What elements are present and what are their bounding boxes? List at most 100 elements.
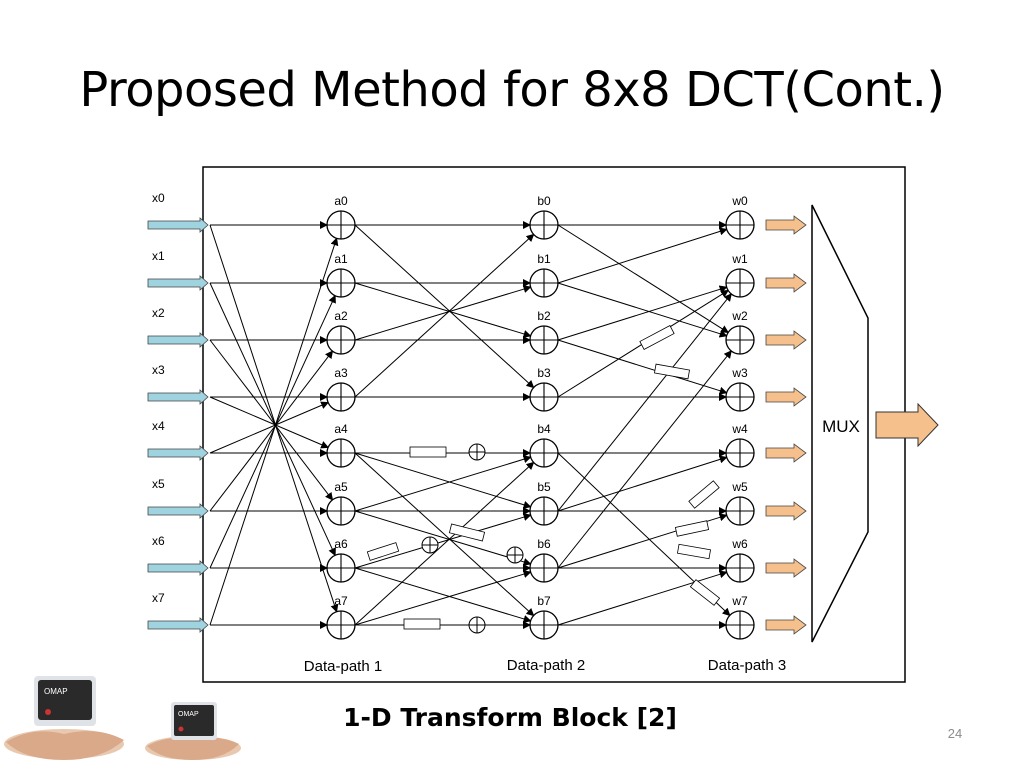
wire-s1-s2 [354,455,532,512]
output-arrow [765,615,807,635]
wire-s2-s3 [557,227,728,284]
node-label: w7 [731,594,748,608]
node-label: a4 [334,422,348,436]
wire-s2-s3 [557,224,730,334]
input-arrow [147,275,209,291]
input-arrow [147,445,209,461]
node-label: w0 [731,194,748,208]
wire-cross-s1 [209,401,330,454]
node-label: b0 [537,194,551,208]
mux-label: MUX [822,417,860,436]
multiplier-block [674,520,710,537]
output-arrow [765,501,807,521]
wire-s1-s2 [354,452,535,617]
node-label: a5 [334,480,348,494]
multiplier-block [639,325,675,350]
wire-s1-s2 [354,282,532,338]
node-label: w3 [731,366,748,380]
wire-cross-s1 [209,282,336,557]
input-arrow [147,389,209,405]
wire-s1-s2 [354,233,535,398]
io-arrows [147,215,807,635]
output-arrow [765,215,807,235]
figure-caption: 1-D Transform Block [2] [343,703,677,732]
wire-cross-s1 [209,396,330,449]
node-label: b4 [537,422,551,436]
wire-cross-s1 [209,339,334,501]
diagram-frame [202,166,906,683]
node-label: a2 [334,309,348,323]
adder-nodes [326,210,755,640]
datapath-label-3: Data-path 3 [708,657,786,674]
wire-s2-s3 [557,285,728,341]
wire-cross-s1 [209,224,339,613]
output-arrow [765,443,807,463]
chip-brand-text-small: OMAP [178,711,199,718]
input-label: x0 [152,191,165,205]
wire-s2-s3 [557,570,728,626]
input-label: x2 [152,306,165,320]
wire-s2-s3 [557,282,728,338]
input-arrow [147,217,209,233]
mux-block [811,204,869,643]
wire-s2-s3 [557,455,728,512]
multiplier-block [366,542,400,561]
node-label: a7 [334,594,348,608]
omap-chip-hand-logo-small: OMAP [145,702,241,760]
multiplier-block [403,618,441,630]
node-label: a1 [334,252,348,266]
wire-s1-s2 [354,567,532,623]
multiplier-block [448,523,486,542]
chip-brand-text: OMAP [44,687,68,696]
butterfly-wires [209,221,732,630]
node-label: b5 [537,480,551,494]
node-label: w4 [731,422,748,436]
input-label: x4 [152,419,165,433]
node-label: b6 [537,537,551,551]
wire-cross-s1 [209,294,336,569]
input-label: x3 [152,363,165,377]
node-label: b2 [537,309,551,323]
mux-output-arrow [875,402,939,448]
input-label: x7 [152,591,165,605]
node-label: a0 [334,194,348,208]
wire-s2-s3 [557,293,732,512]
node-label: a3 [334,366,348,380]
output-arrow [765,387,807,407]
node-label: b7 [537,594,551,608]
wire-s2-s3 [557,350,732,569]
output-arrow [765,330,807,350]
wire-s1-s2 [354,510,532,566]
wire-s1-s2 [354,513,532,569]
input-arrow [147,617,209,633]
multiplier-block [676,543,712,560]
node-labels: x0x1x2x3x4x5x6x7a0a1a2a3a4a5a6a7b0b1b2b3… [152,191,748,608]
wire-s1-s2 [354,570,532,626]
multiplier-block [654,363,690,380]
page-number: 24 [947,726,963,741]
wire-cross-s1 [209,350,334,512]
datapath-label-1: Data-path 1 [304,658,382,675]
datapath-label-2: Data-path 2 [507,657,585,674]
multiplier-block [689,579,721,606]
wire-cross-s1 [209,237,339,626]
output-arrow [765,273,807,293]
input-label: x6 [152,534,165,548]
multiplier-block [688,480,720,509]
input-label: x5 [152,477,165,491]
slide-title: Proposed Method for 8x8 DCT(Cont.) [79,62,945,118]
node-label: a6 [334,537,348,551]
wire-s2-s3 [557,339,728,395]
input-arrow [147,332,209,348]
node-label: w2 [731,309,748,323]
input-arrow [147,503,209,519]
input-label: x1 [152,249,165,263]
omap-chip-hand-logo-large: OMAP [4,676,124,760]
node-label: w5 [731,480,748,494]
wire-s1-s2 [354,452,532,509]
wire-s1-s2 [354,285,532,341]
node-label: w1 [731,252,748,266]
wire-s1-s2 [354,461,535,626]
node-label: b3 [537,366,551,380]
